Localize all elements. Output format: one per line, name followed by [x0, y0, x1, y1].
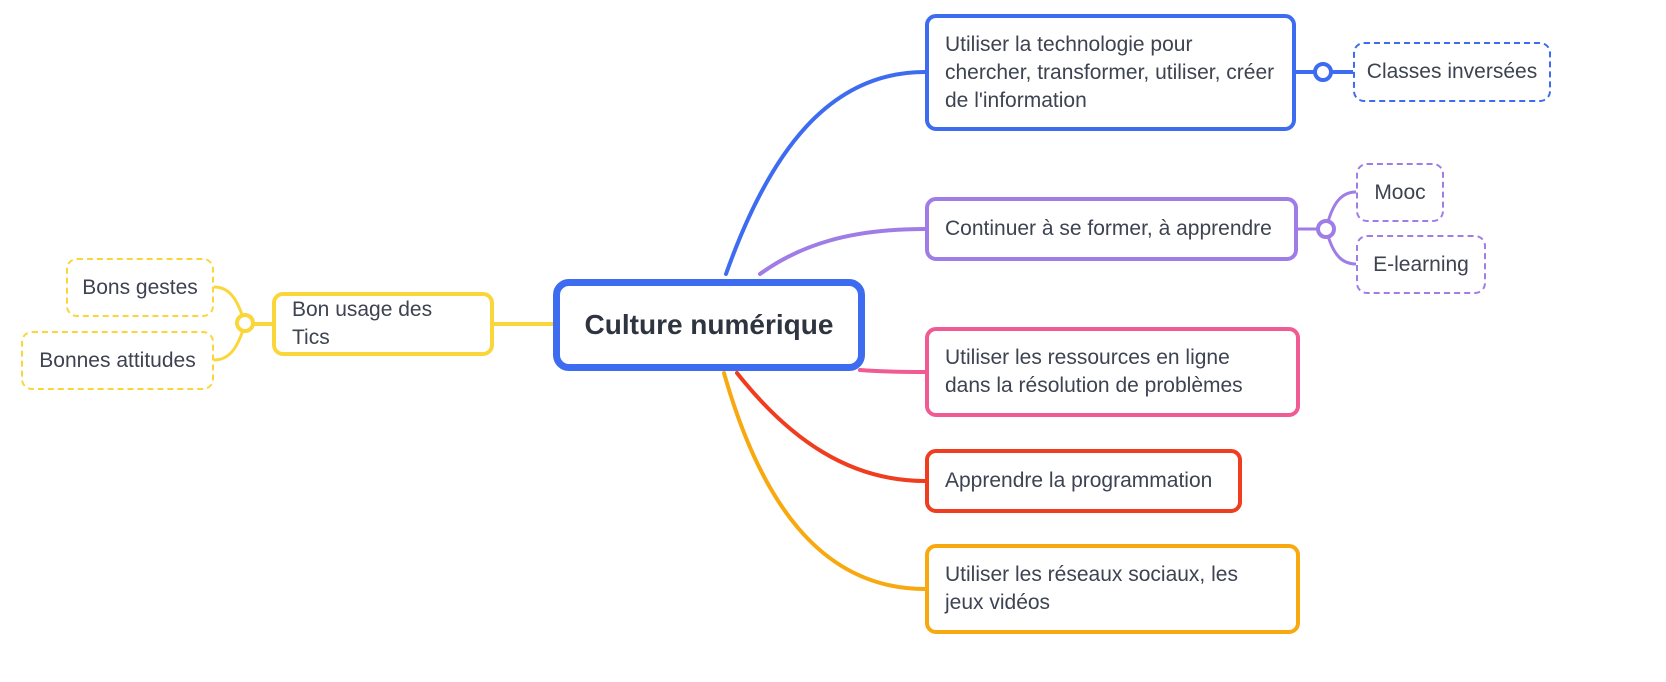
topic-good-use-tics[interactable]: Bon usage des Tics — [272, 292, 494, 356]
central-topic-label: Culture numérique — [584, 309, 834, 340]
link-central-learning — [758, 227, 927, 276]
subtopic-label: Bons gestes — [82, 275, 198, 299]
subtopic-e-learning[interactable]: E-learning — [1356, 235, 1486, 294]
topic-online-resources[interactable]: Utiliser les ressources en ligne dans la… — [925, 327, 1300, 417]
subtopic-label: E-learning — [1373, 252, 1469, 276]
link-central-resources — [858, 368, 927, 374]
topic-technology[interactable]: Utiliser la technologie pour chercher, t… — [925, 14, 1296, 131]
topic-label: Utiliser les ressources en ligne dans la… — [945, 346, 1243, 397]
topic-continue-learning[interactable]: Continuer à se former, à apprendre — [925, 197, 1298, 261]
collapse-toggle-good-use-tics[interactable] — [235, 313, 255, 333]
topic-social-networks[interactable]: Utiliser les réseaux sociaux, les jeux v… — [925, 544, 1300, 634]
collapse-toggle-technology[interactable] — [1313, 62, 1333, 82]
subtopic-good-gestures[interactable]: Bons gestes — [66, 258, 214, 317]
topic-label: Utiliser les réseaux sociaux, les jeux v… — [945, 563, 1238, 614]
link-central-technology — [724, 70, 927, 276]
collapse-toggle-continue-learning[interactable] — [1316, 219, 1336, 239]
topic-label: Utiliser la technologie pour chercher, t… — [945, 32, 1275, 112]
topic-label: Continuer à se former, à apprendre — [945, 217, 1272, 240]
subtopic-label: Classes inversées — [1366, 60, 1538, 83]
central-topic[interactable]: Culture numérique — [553, 279, 865, 371]
subtopic-flipped-classes[interactable]: Classes inversées — [1353, 42, 1551, 102]
subtopic-good-attitudes[interactable]: Bonnes attitudes — [21, 331, 214, 390]
topic-label: Apprendre la programmation — [945, 469, 1213, 492]
subtopic-label: Bonnes attitudes — [39, 348, 196, 372]
topic-programming[interactable]: Apprendre la programmation — [925, 449, 1242, 513]
subtopic-mooc[interactable]: Mooc — [1356, 163, 1444, 222]
link-central-social — [722, 371, 927, 591]
subtopic-label: Mooc — [1374, 180, 1426, 204]
link-central-programming — [735, 371, 927, 483]
topic-label: Bon usage des Tics — [292, 298, 433, 349]
